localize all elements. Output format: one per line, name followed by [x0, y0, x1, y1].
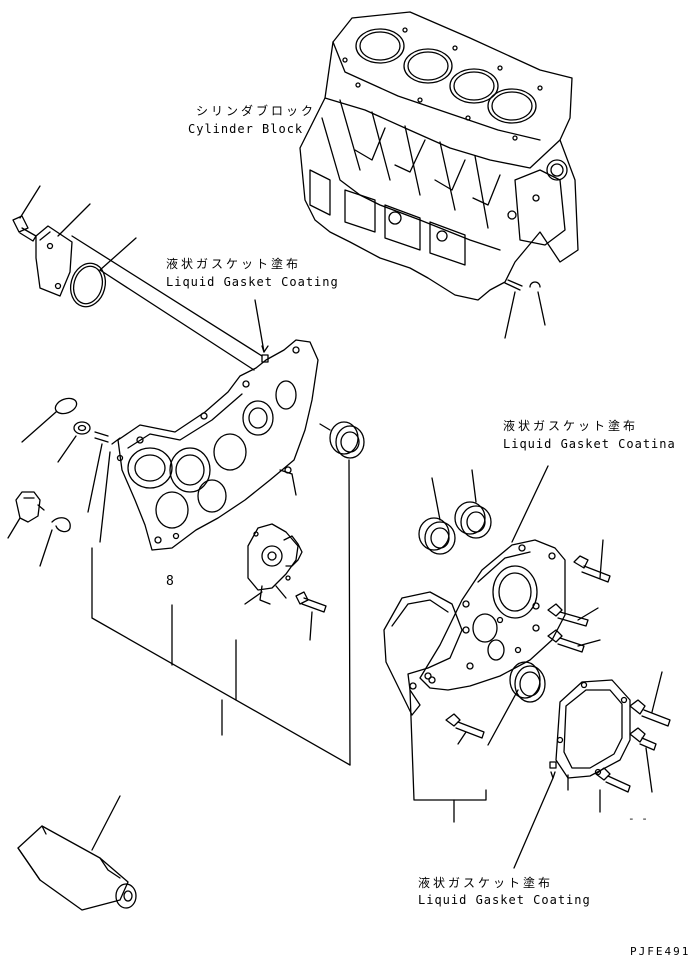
dash-mark: - -	[628, 812, 648, 825]
callout-number-8: 8	[166, 574, 174, 589]
leader-lines	[72, 236, 262, 370]
gear-case	[118, 300, 319, 550]
cylinder-block-label-jp: シリンダブロック	[196, 104, 317, 118]
liquid-gasket-label-top-jp: 液状ガスケット塗布	[166, 257, 302, 271]
liquid-gasket-label-right-en: Liquid Gasket Coatina	[503, 437, 676, 451]
cylinder-block	[300, 12, 578, 338]
oil-filler-cover-parts	[13, 186, 136, 311]
cylinder-block-label-en: Cylinder Block	[188, 122, 304, 136]
liquid-gasket-label-right-jp: 液状ガスケット塗布	[503, 419, 639, 433]
oil-pump	[245, 524, 326, 640]
liquid-gasket-label-top-en: Liquid Gasket Coating	[166, 275, 339, 289]
figure-code: PJFE491	[630, 945, 691, 958]
front-cover-assembly	[384, 466, 670, 868]
small-left-parts	[8, 396, 120, 566]
liquid-gasket-label-bottom-en: Liquid Gasket Coating	[418, 893, 591, 907]
seal-bearing	[320, 422, 364, 765]
liquid-gasket-label-bottom-jp: 液状ガスケット塗布	[418, 876, 554, 890]
callout-bracket-left	[92, 548, 350, 765]
liquid-gasket-tube	[18, 796, 136, 910]
